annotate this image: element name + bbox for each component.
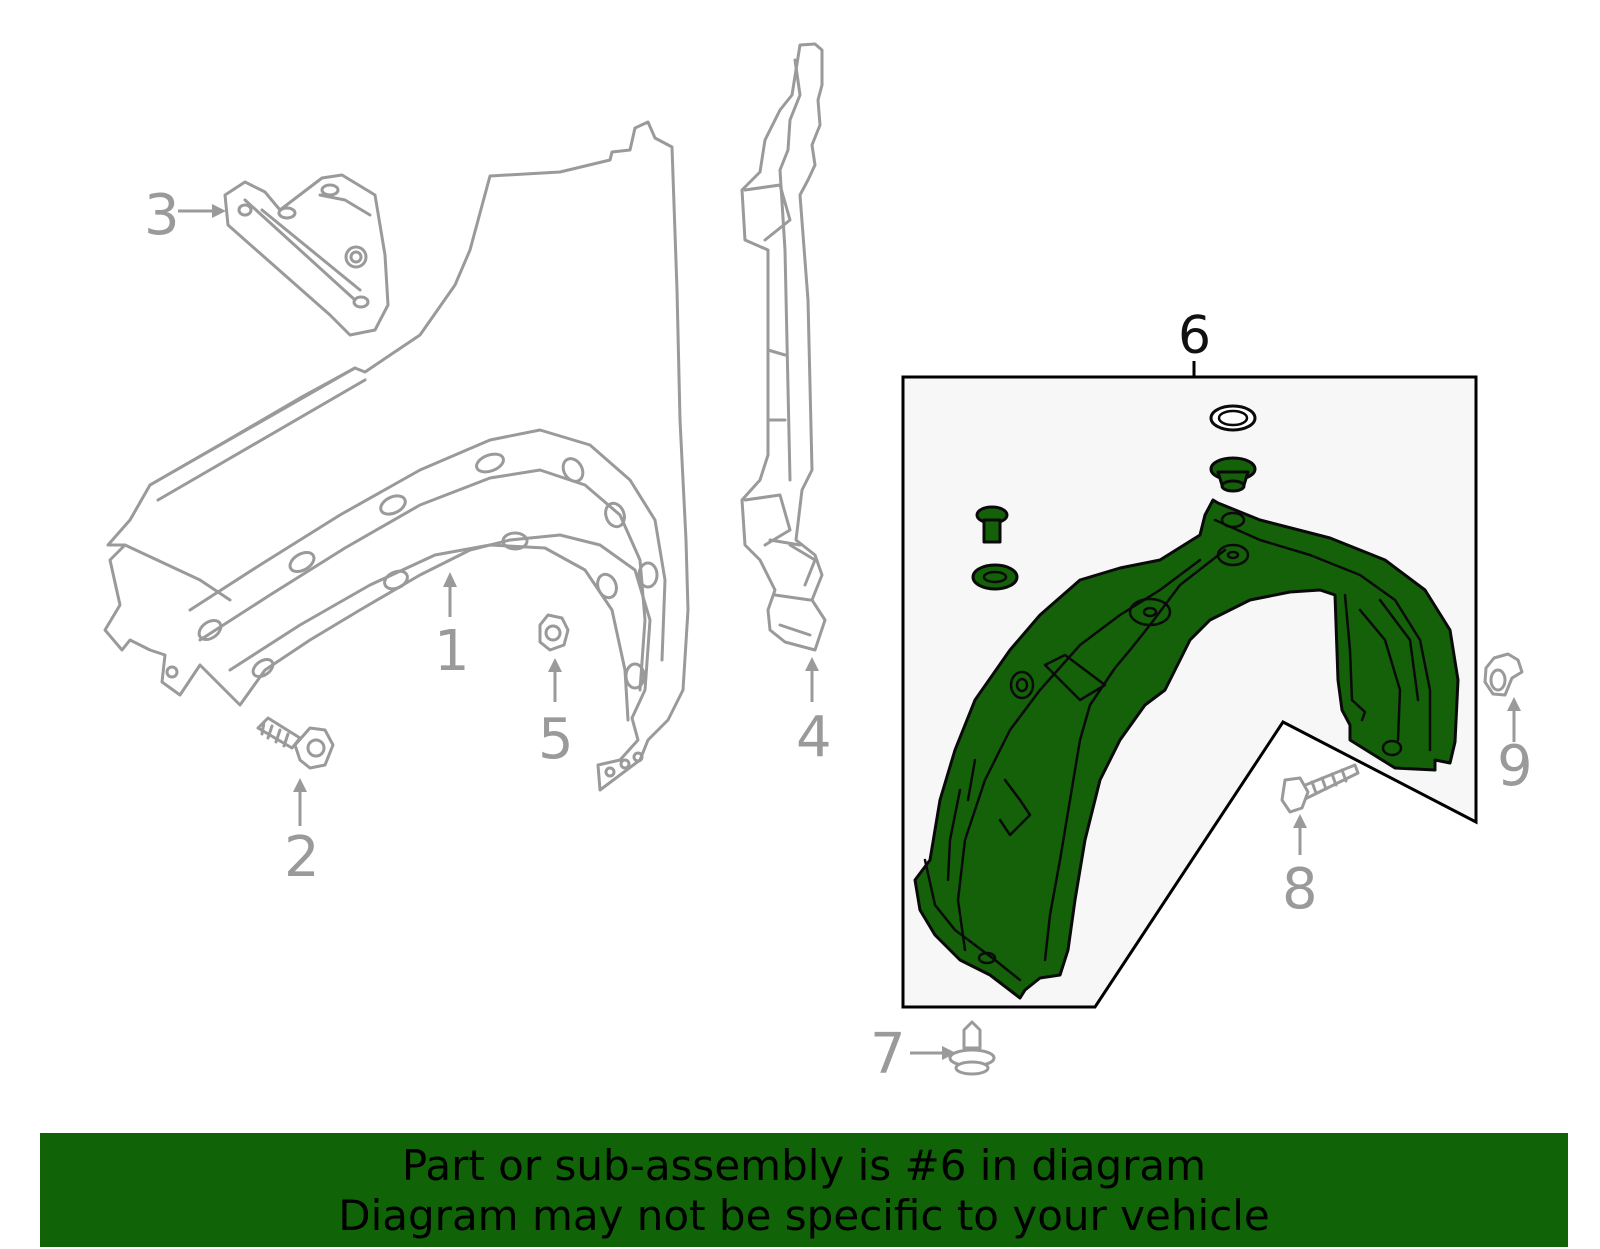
banner-line-2: Diagram may not be specific to your vehi… bbox=[338, 1191, 1270, 1240]
part-6-grommet-ring[interactable] bbox=[1209, 404, 1257, 432]
part-6-washer[interactable] bbox=[971, 563, 1019, 591]
callout-5: 5 bbox=[538, 707, 574, 772]
callout-4: 4 bbox=[796, 705, 832, 770]
part-6-fender-liner[interactable] bbox=[913, 498, 1460, 1000]
callout-2: 2 bbox=[284, 825, 320, 890]
callout-3: 3 bbox=[144, 183, 180, 248]
callout-1: 1 bbox=[434, 619, 470, 684]
part-8-screw[interactable] bbox=[1280, 763, 1360, 814]
part-1-fender[interactable] bbox=[103, 120, 690, 792]
part-9-clip[interactable] bbox=[1483, 652, 1524, 697]
part-7-pin[interactable] bbox=[948, 1020, 996, 1076]
part-5-nut[interactable] bbox=[538, 613, 570, 652]
callout-6: 6 bbox=[1178, 306, 1211, 366]
leader-arrows bbox=[178, 204, 1521, 1060]
part-3-bracket[interactable] bbox=[223, 173, 390, 337]
callout-9: 9 bbox=[1497, 734, 1533, 799]
info-banner: Part or sub-assembly is #6 in diagram Di… bbox=[40, 1133, 1568, 1247]
part-4-seal[interactable] bbox=[740, 42, 827, 652]
part-6-push-clip[interactable] bbox=[975, 505, 1009, 544]
part-6-grommet[interactable] bbox=[1209, 456, 1257, 493]
part-2-bolt[interactable] bbox=[256, 716, 335, 770]
banner-line-1: Part or sub-assembly is #6 in diagram bbox=[401, 1141, 1207, 1190]
callout-7: 7 bbox=[870, 1022, 906, 1087]
callout-8: 8 bbox=[1282, 857, 1318, 922]
